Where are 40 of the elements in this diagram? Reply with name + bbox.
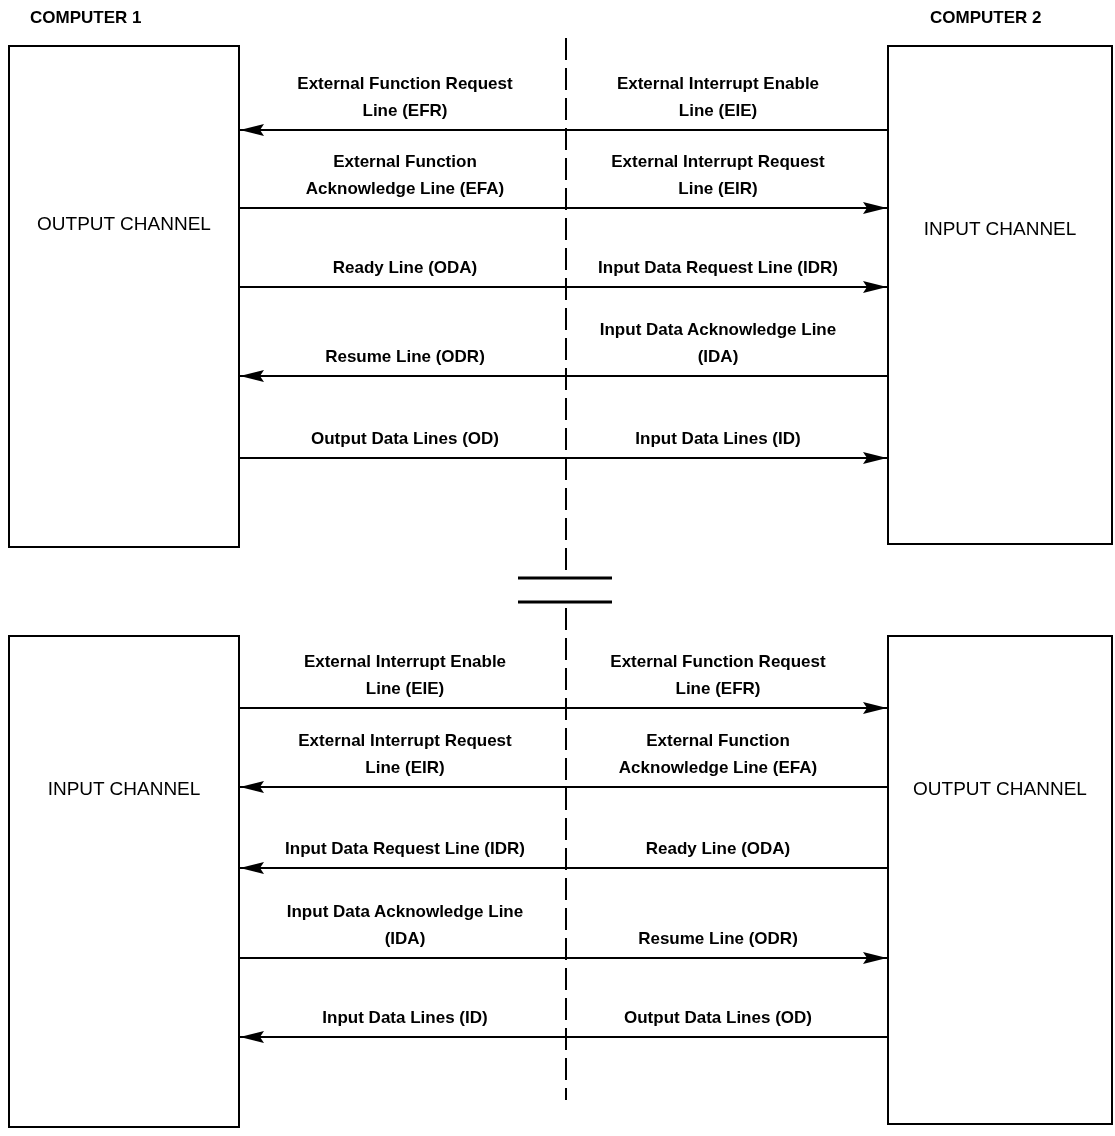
- channel-box: [887, 45, 1113, 545]
- signal-arrow: [239, 202, 888, 214]
- signal-arrow: [239, 702, 888, 714]
- signal-label: Input Data Request Line (IDR): [285, 838, 525, 860]
- signal-label: External Function Acknowledge Line (EFA): [304, 151, 506, 200]
- channel-label: OUTPUT CHANNEL: [912, 777, 1088, 801]
- signal-label: Output Data Lines (OD): [310, 428, 500, 450]
- signal-arrow: [239, 1031, 888, 1043]
- signal-label: External Function Request Line (EFR): [609, 651, 827, 700]
- signal-arrow: [239, 370, 888, 382]
- signal-label: Input Data Request Line (IDR): [598, 257, 838, 279]
- signal-label: External Function Acknowledge Line (EFA): [617, 730, 819, 779]
- signal-arrow: [239, 952, 888, 964]
- channel-label: INPUT CHANNEL: [46, 777, 202, 801]
- signal-label: Ready Line (ODA): [331, 257, 479, 279]
- signal-label: Resume Line (ODR): [324, 346, 486, 368]
- signal-arrow: [239, 862, 888, 874]
- signal-label: Input Data Lines (ID): [321, 1007, 489, 1029]
- signal-arrow: [239, 781, 888, 793]
- signal-arrow: [239, 124, 888, 136]
- signal-label: External Interrupt Enable Line (EIE): [302, 651, 508, 700]
- signal-label: External Function Request Line (EFR): [296, 73, 514, 122]
- channel-box: [8, 635, 240, 1128]
- channel-box: [8, 45, 240, 548]
- channel-label: OUTPUT CHANNEL: [36, 212, 212, 236]
- signal-label: Input Data Acknowledge Line (IDA): [598, 319, 838, 368]
- computer-label: COMPUTER 1: [30, 8, 142, 28]
- signal-label: Output Data Lines (OD): [623, 1007, 813, 1029]
- signal-label: External Interrupt Enable Line (EIE): [615, 73, 821, 122]
- signal-label: Resume Line (ODR): [637, 928, 799, 950]
- signal-arrow: [239, 281, 888, 293]
- signal-label: Input Data Lines (ID): [634, 428, 802, 450]
- signal-label: External Interrupt Request Line (EIR): [297, 730, 513, 779]
- computer-label: COMPUTER 2: [930, 8, 1042, 28]
- signal-label: External Interrupt Request Line (EIR): [610, 151, 826, 200]
- signal-label: Input Data Acknowledge Line (IDA): [285, 901, 525, 950]
- signal-label: Ready Line (ODA): [644, 838, 792, 860]
- channel-label: INPUT CHANNEL: [922, 217, 1078, 241]
- signal-arrow: [239, 452, 888, 464]
- channel-box: [887, 635, 1113, 1125]
